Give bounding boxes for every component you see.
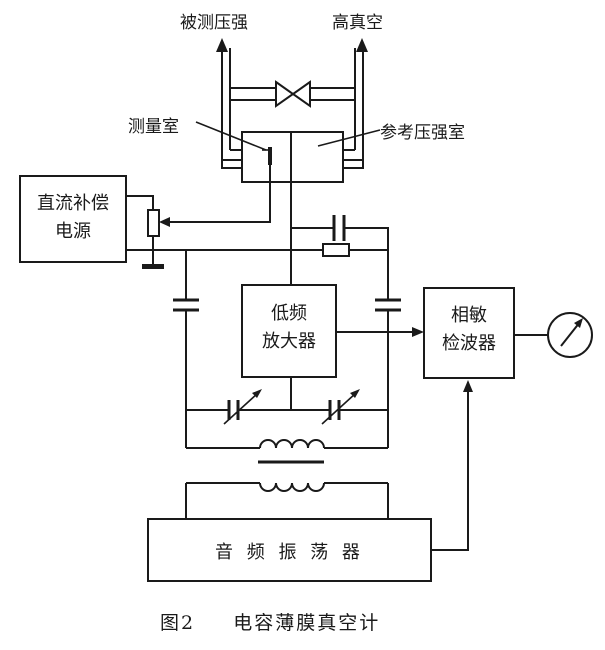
figure-number: 图2 (160, 612, 196, 634)
ground-symbol (142, 264, 164, 269)
lf-amplifier-label-line1: 低频 (271, 303, 307, 324)
chamber-assembly (195, 38, 381, 183)
potentiometer (147, 209, 160, 237)
label-high-vacuum: 高真空 (332, 13, 383, 33)
chamber-body (241, 131, 344, 183)
leader-reference-chamber (317, 129, 381, 147)
dc-supply-box (19, 175, 127, 263)
fixed-electrode (268, 147, 272, 165)
transformer-primary (259, 439, 325, 449)
figure-title: 电容薄膜真空计 (233, 612, 381, 634)
phase-detector-label-line2: 检波器 (442, 333, 496, 354)
label-measuring-chamber: 测量室 (128, 117, 179, 137)
lf-amplifier-label-line2: 放大器 (262, 331, 316, 352)
figure-caption: 图2 电容薄膜真空计 (160, 608, 380, 635)
label-reference-chamber: 参考压强室 (380, 123, 465, 143)
phase-detector-label: 相敏 检波器 (424, 302, 514, 358)
transformer-secondary (259, 482, 325, 492)
phase-detector-label-line1: 相敏 (451, 305, 487, 326)
valve-left (275, 80, 295, 108)
lf-amplifier-label: 低频 放大器 (242, 300, 336, 356)
valve-right (291, 80, 311, 108)
audio-oscillator-label: 音 频 振 荡 器 (215, 542, 364, 563)
resistor (322, 243, 350, 257)
dc-supply-label-line2: 电源 (55, 221, 91, 242)
meter-icon (547, 312, 593, 358)
leader-measuring-chamber (195, 121, 267, 151)
label-measured-pressure: 被测压强 (180, 13, 248, 33)
dc-supply-label: 直流补偿 电源 (20, 190, 126, 246)
dc-supply-label-line1: 直流补偿 (37, 193, 109, 214)
phase-detector-box (423, 287, 515, 379)
